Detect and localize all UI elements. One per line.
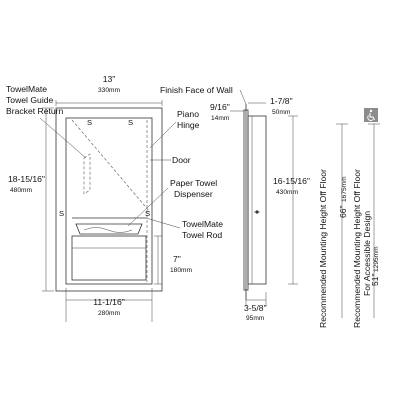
bottom-inches: 7"	[173, 254, 181, 264]
mounting-heights: Recommended Mounting Height Off Floor 66…	[318, 108, 380, 328]
door-swing-line	[71, 119, 151, 213]
dispenser-bin	[71, 235, 147, 281]
towel-rod-line1: TowelMate	[182, 219, 223, 229]
depth-inches: 3-5/8"	[244, 303, 267, 313]
accessible-height-inches: 51"	[370, 273, 380, 286]
accessible-label-line1: Recommended Mounting Height Off Floor	[352, 169, 362, 328]
towelmate-label-line1: TowelMate	[6, 84, 47, 94]
s-mark-top-right: S	[128, 118, 133, 127]
projection-mm: 50mm	[272, 109, 291, 116]
height-mm: 480mm	[10, 187, 32, 194]
finish-face-leader	[239, 89, 247, 105]
rough-height-inches: 16-15/16"	[273, 176, 310, 186]
width-inches: 13"	[103, 74, 116, 84]
paper-towel-line2: Dispenser	[174, 189, 213, 199]
s-mark-top-left: S	[87, 118, 92, 127]
flange-mm: 14mm	[211, 115, 230, 122]
mount-height-label: Recommended Mounting Height Off Floor	[318, 169, 328, 328]
side-view: Finish Face of Wall 9/16" 14mm 1-7/8" 50…	[160, 85, 310, 322]
towel-rod-leader	[145, 217, 181, 229]
paper-towel-leader	[127, 187, 169, 227]
rough-height-mm: 430mm	[276, 189, 298, 196]
wheelchair-icon	[364, 108, 378, 122]
towelmate-leader	[39, 117, 87, 159]
mount-height-mm: 1675mm	[341, 176, 348, 202]
side-body	[247, 115, 267, 285]
s-mark-left: S	[59, 209, 64, 218]
bottom-mm: 180mm	[170, 267, 192, 274]
piano-hinge-leader	[149, 121, 177, 149]
flange-inches: 9/16"	[210, 102, 230, 112]
accessible-label-line2: For Accessible Design	[362, 211, 372, 296]
height-inches: 18-15/16"	[8, 174, 45, 184]
width-mm: 330mm	[98, 87, 120, 94]
projection-inches: 1-7/8"	[270, 96, 293, 106]
front-view: S S S S 13" 330mm 18-15/16" 480mm 7" 180…	[6, 74, 223, 322]
piano-hinge-line1: Piano	[177, 109, 199, 119]
accessible-height-mm: 1295mm	[373, 246, 380, 272]
outer-flange	[55, 107, 163, 292]
door-label: Door	[172, 155, 191, 165]
paper-towel-line1: Paper Towel	[170, 178, 217, 188]
inner-width-mm: 280mm	[98, 310, 120, 317]
towelmate-label-line3: Bracket Return	[6, 106, 64, 116]
towel-guide-bracket	[83, 153, 91, 195]
piano-hinge-line2: Hinge	[177, 120, 200, 130]
inner-width-inches: 11-1/16"	[93, 297, 125, 307]
towel-rod-line2: Towel Rod	[182, 230, 222, 240]
depth-mm: 95mm	[246, 315, 265, 322]
finish-face-label: Finish Face of Wall	[160, 85, 233, 95]
s-mark-right: S	[145, 209, 150, 218]
towelmate-label-line2: Towel Guide	[6, 95, 54, 105]
mount-height-inches: 66"	[338, 205, 348, 218]
paper-towel-stack	[75, 223, 143, 235]
paper-towel-wave	[83, 227, 133, 233]
cabinet-door	[65, 117, 153, 285]
